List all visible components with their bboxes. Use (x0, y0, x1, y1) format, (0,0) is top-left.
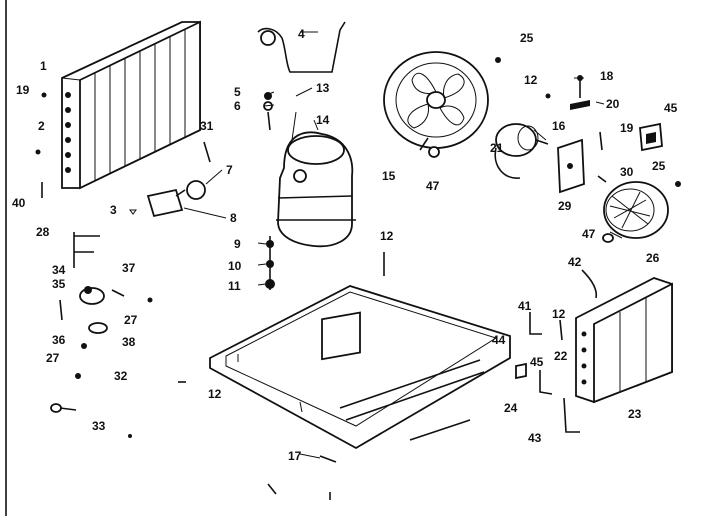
label-6: 6 (234, 99, 241, 113)
mounting-hardware (265, 236, 275, 290)
label-40: 40 (12, 196, 26, 210)
label-19a: 19 (16, 83, 30, 97)
label-27a: 27 (124, 313, 138, 327)
fan-blade (383, 51, 489, 158)
label-11: 11 (228, 279, 241, 293)
label-18: 18 (600, 69, 614, 83)
compressor (276, 111, 356, 248)
label-34: 34 (52, 263, 66, 277)
capacitor-bracket (129, 141, 211, 218)
label-32: 32 (114, 369, 128, 383)
label-3: 3 (110, 203, 117, 217)
label-25b: 25 (652, 159, 666, 173)
grommets-5-6 (263, 92, 273, 131)
clip-30 (597, 175, 607, 183)
label-47b: 47 (582, 227, 596, 241)
fan-motor (494, 123, 549, 179)
clips-18-20 (545, 75, 590, 110)
tubing-4 (257, 21, 346, 73)
screw-small (128, 434, 132, 438)
label-31: 31 (200, 119, 214, 133)
evaporator-tubing (515, 269, 598, 433)
label-22: 22 (554, 349, 568, 363)
label-10: 10 (228, 259, 242, 273)
label-29: 29 (558, 199, 572, 213)
label-44: 44 (492, 333, 506, 347)
label-25a: 25 (520, 31, 534, 45)
label-24: 24 (504, 401, 518, 415)
label-35: 35 (52, 277, 66, 291)
label-12b: 12 (524, 73, 538, 87)
screw-25-top (495, 57, 501, 63)
label-8: 8 (230, 211, 237, 225)
label-14: 14 (316, 113, 330, 127)
label-43: 43 (528, 431, 542, 445)
blower-wheel (602, 181, 681, 243)
label-21: 21 (490, 141, 504, 155)
label-12d: 12 (552, 307, 566, 321)
callout-labels: 1 19 2 40 31 7 3 8 4 5 6 13 14 9 10 11 1… (12, 27, 678, 463)
label-12a: 12 (380, 229, 394, 243)
base-pan (209, 285, 511, 463)
screw-19b (599, 131, 603, 151)
label-37: 37 (122, 261, 136, 275)
bracket-45 (639, 122, 663, 152)
motor-bracket (557, 138, 585, 194)
label-45b: 45 (530, 355, 544, 369)
screw-19 (41, 92, 47, 98)
screw-2 (35, 149, 41, 155)
label-2: 2 (38, 119, 45, 133)
label-38: 38 (122, 335, 136, 349)
condenser-coil (61, 20, 201, 190)
screw-bottom (267, 483, 277, 495)
leader-lines (183, 31, 623, 459)
label-42: 42 (568, 255, 582, 269)
label-13: 13 (316, 81, 330, 95)
label-36: 36 (52, 333, 66, 347)
label-4: 4 (298, 27, 305, 41)
label-47a: 47 (426, 179, 440, 193)
label-17: 17 (288, 449, 302, 463)
evaporator-coil (575, 277, 673, 404)
label-30: 30 (620, 165, 634, 179)
label-28: 28 (36, 225, 50, 239)
label-12c: 12 (208, 387, 222, 401)
control-assembly (50, 232, 153, 413)
label-5: 5 (234, 85, 241, 99)
label-23: 23 (628, 407, 642, 421)
label-20: 20 (606, 97, 620, 111)
label-7: 7 (226, 163, 233, 177)
label-41: 41 (518, 299, 532, 313)
label-9: 9 (234, 237, 241, 251)
label-33: 33 (92, 419, 106, 433)
label-1: 1 (40, 59, 47, 73)
label-26: 26 (646, 251, 660, 265)
label-45a: 45 (664, 101, 678, 115)
label-16: 16 (552, 119, 566, 133)
label-27b: 27 (46, 351, 60, 365)
label-15: 15 (382, 169, 396, 183)
label-19b: 19 (620, 121, 634, 135)
